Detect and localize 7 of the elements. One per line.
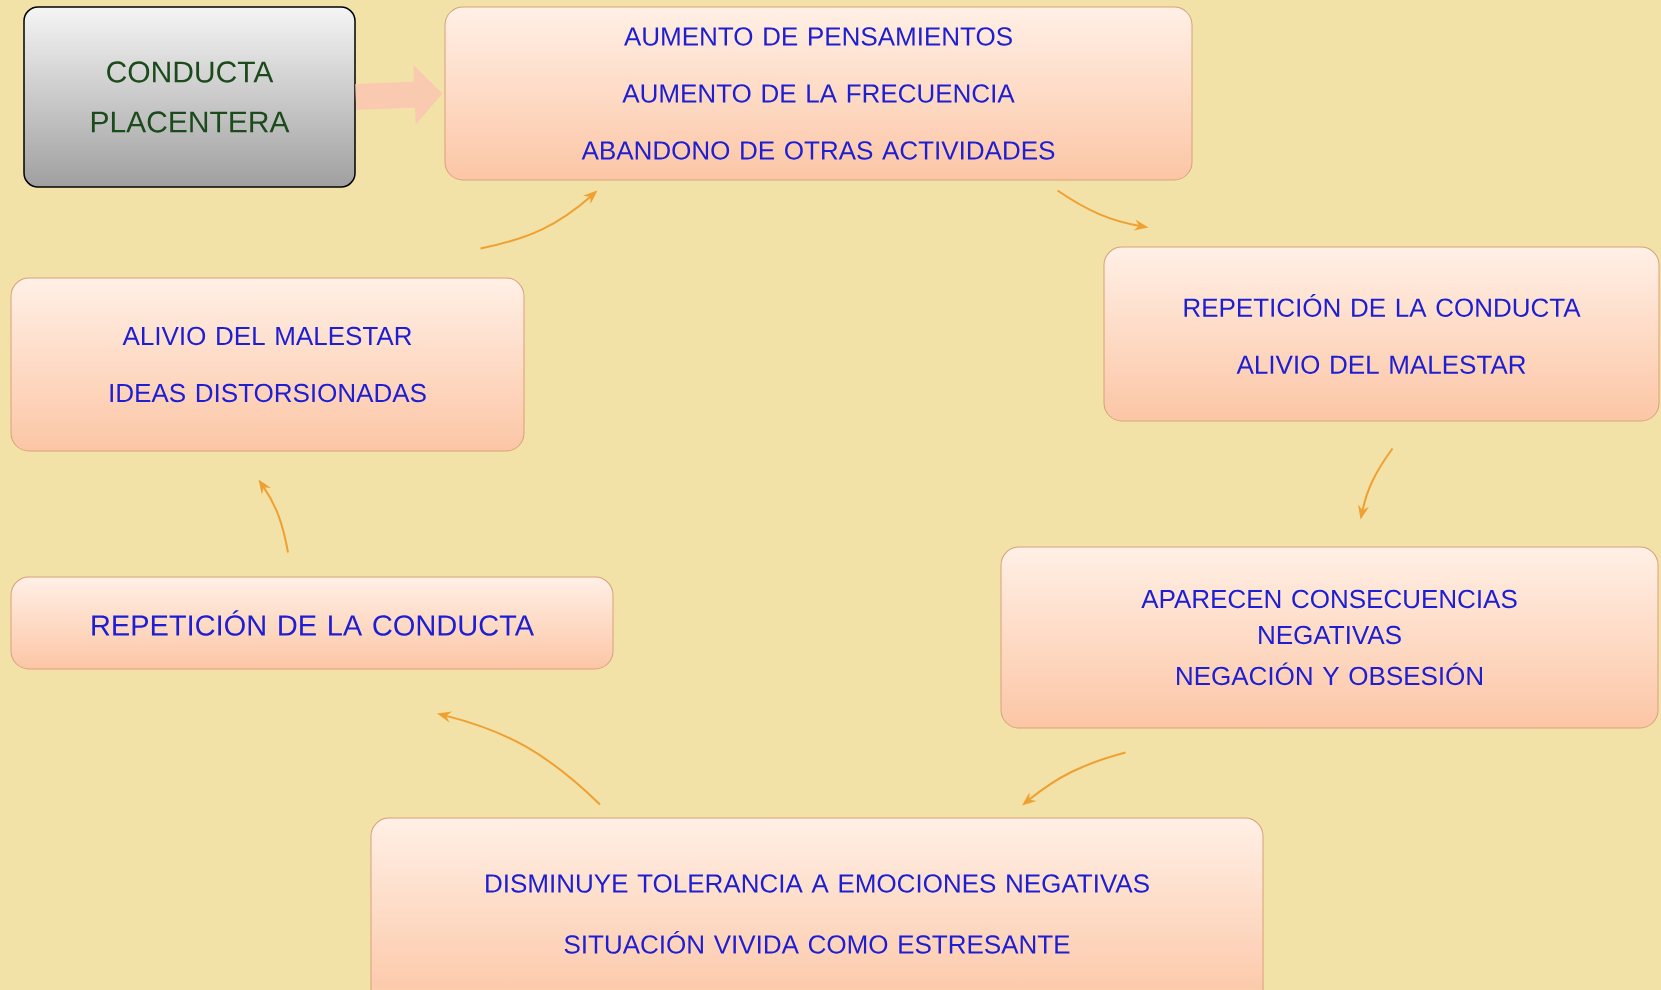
process-box: ALIVIO DEL MALESTAR IDEAS DISTORSIONADAS <box>10 277 525 452</box>
process-box: AUMENTO DE PENSAMIENTOS AUMENTO DE LA FRECUENCIA ABANDONO DE OTRAS ACTIVIDADES <box>444 6 1193 181</box>
start-box: CONDUCTA PLACENTERA <box>23 6 356 188</box>
process-box: DISMINUYE TOLERANCIA A EMOCIONES NEGATIVAS SITUACIÓN VIVIDA COMO ESTRESANTE <box>370 817 1264 990</box>
process-box: APARECEN CONSECUENCIAS NEGATIVAS NEGACIÓN Y OBSESIÓN <box>1000 546 1659 729</box>
process-box: REPETICIÓN DE LA CONDUCTA <box>10 576 614 670</box>
process-box: REPETICIÓN DE LA CONDUCTA ALIVIO DEL MALESTAR <box>1103 246 1660 422</box>
